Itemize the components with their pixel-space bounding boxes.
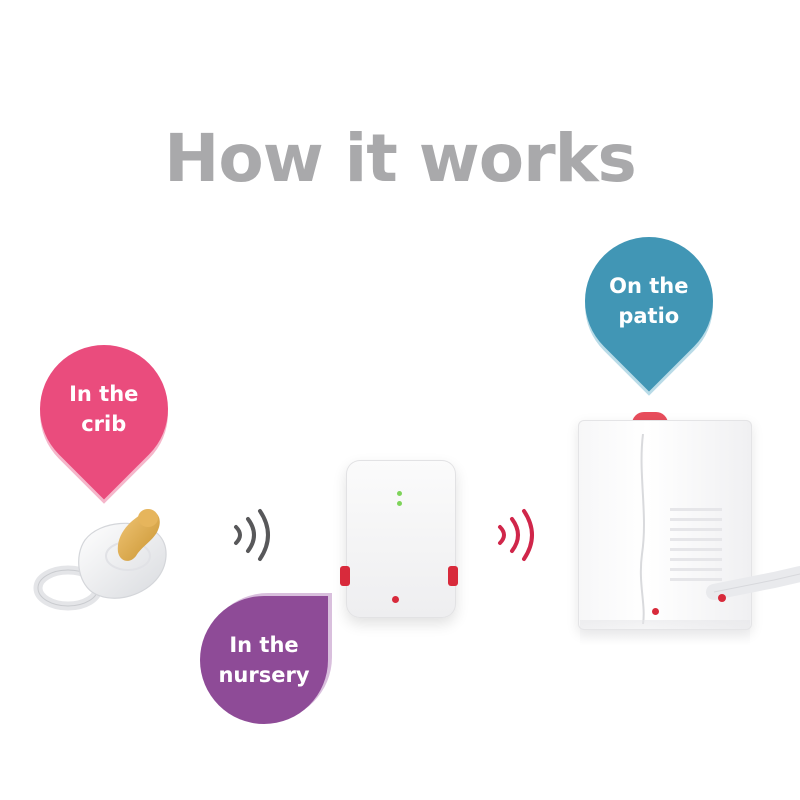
brand-logo-icon xyxy=(652,608,659,615)
location-bubble-patio: On the patio xyxy=(558,210,740,392)
wave-arc-large xyxy=(258,509,270,561)
speaker-grill-line xyxy=(670,518,722,521)
wave-arc-large xyxy=(522,509,534,561)
speaker-grill-line xyxy=(670,578,722,581)
speaker-grill-line xyxy=(670,568,722,571)
transmitter-tab-left xyxy=(340,566,350,586)
speaker-grill-line xyxy=(670,538,722,541)
speaker-grill-line xyxy=(670,508,722,511)
transmitter-tab-right xyxy=(448,566,458,586)
signal-waves-right xyxy=(498,509,534,561)
receiver-seam xyxy=(639,434,645,624)
signal-waves-left xyxy=(234,509,270,561)
brand-logo xyxy=(392,596,399,603)
brand-logo-icon xyxy=(392,596,399,603)
status-led-bottom xyxy=(397,501,402,506)
brand-logo xyxy=(652,608,659,615)
speaker-grill-line xyxy=(670,548,722,551)
location-label-crib: In the crib xyxy=(69,382,139,436)
wave-arc-small xyxy=(498,525,506,545)
page-title: How it works xyxy=(164,120,637,197)
location-label-nursery: In the nursery xyxy=(218,633,310,687)
transmitter-device xyxy=(340,460,462,620)
wave-arc-small xyxy=(234,525,242,545)
power-cable xyxy=(706,566,800,602)
location-label-patio: On the patio xyxy=(609,273,689,328)
transmitter-body xyxy=(346,460,456,618)
wave-arc-medium xyxy=(246,517,256,553)
location-bubble-nursery: In the nursery xyxy=(200,596,328,724)
location-bubble-crib: In the crib xyxy=(13,318,195,500)
speaker-grill-line xyxy=(670,558,722,561)
receiver-device xyxy=(574,412,800,642)
pacifier-icon xyxy=(33,509,167,611)
wave-arc-medium xyxy=(510,517,520,553)
receiver-reflection xyxy=(580,620,750,646)
speaker-grill-line xyxy=(670,528,722,531)
status-led-top xyxy=(397,491,402,496)
